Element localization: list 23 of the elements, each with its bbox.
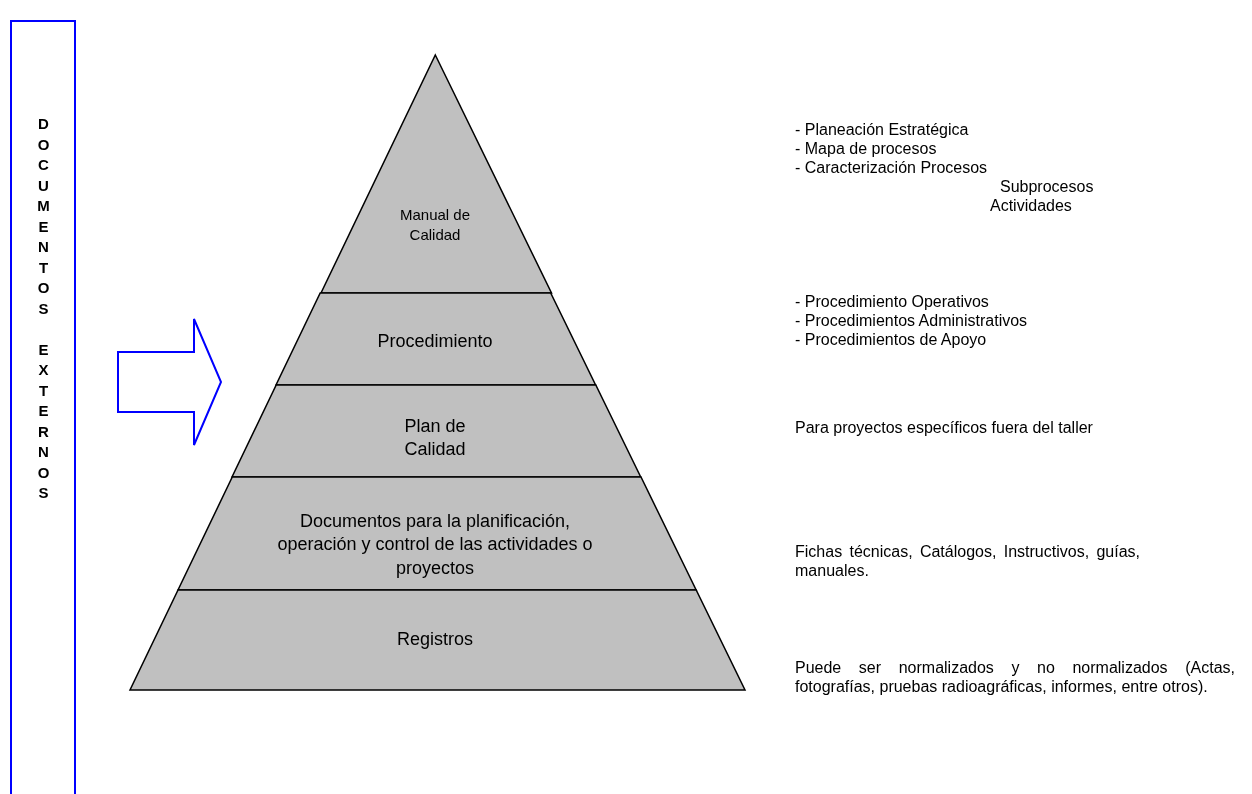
pyramid-level xyxy=(232,385,641,477)
list-item: - Procedimientos de Apoyo xyxy=(795,330,987,349)
vertical-title: DOCUMENTOS EXTERNOS xyxy=(34,115,53,505)
level-label: Procedimiento xyxy=(376,330,494,353)
list-item: Actividades xyxy=(990,196,1072,215)
level-label: Registros xyxy=(396,628,474,651)
list-item: - Planeación Estratégica xyxy=(795,120,969,139)
pyramid-level xyxy=(276,293,597,385)
pyramid-level xyxy=(130,590,745,690)
list-item: - Caracterización Procesos xyxy=(795,158,988,177)
side-panel xyxy=(10,20,76,794)
description-text: Puede ser normalizados y no normalizados (Actas, fotografías, pruebas radioagráficas, informes, entre otros). xyxy=(795,658,1235,696)
description-text: Fichas técnicas, Catálogos, Instructivos, guías, manuales. xyxy=(795,542,1140,580)
level-label: Documentos para la planificación, operación y control de las actividades o proyectos xyxy=(276,510,594,580)
description-text: Para proyectos específicos fuera del taller xyxy=(795,418,1094,437)
level-label: Plan de Calidad xyxy=(403,415,467,462)
list-item: - Mapa de procesos xyxy=(795,139,937,158)
level-label: Manual de Calidad xyxy=(398,205,472,244)
pyramid-level xyxy=(178,477,697,590)
list-item: - Procedimientos Administrativos xyxy=(795,311,1028,330)
pyramid-level xyxy=(320,55,552,293)
list-item: - Procedimiento Operativos xyxy=(795,292,989,311)
list-item: Subprocesos xyxy=(1000,177,1094,196)
